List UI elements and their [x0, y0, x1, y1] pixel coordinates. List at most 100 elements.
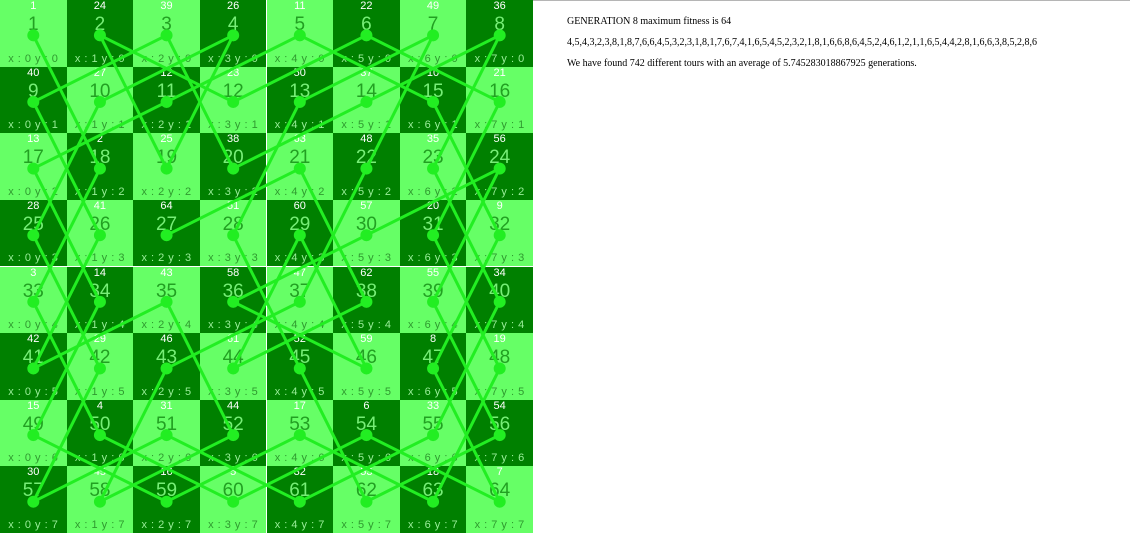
- square-coordinate: x : 1 y : 7: [74, 518, 125, 531]
- move-order-label: 55: [426, 266, 440, 279]
- square-coordinate: x : 1 y : 1: [74, 119, 125, 132]
- square-number: 48: [489, 347, 511, 369]
- square-coordinate: x : 5 y : 4: [341, 319, 392, 332]
- move-order-label: 13: [27, 133, 40, 146]
- square-number: 16: [489, 80, 511, 102]
- square-number: 31: [422, 213, 444, 235]
- square-coordinate: x : 0 y : 1: [8, 119, 59, 132]
- square-number: 55: [422, 413, 444, 435]
- square-number: 17: [22, 147, 44, 169]
- move-order-label: 60: [293, 199, 306, 212]
- square-number: 35: [155, 280, 178, 302]
- square-number: 44: [222, 347, 244, 369]
- square-coordinate: x : 2 y : 1: [141, 119, 192, 132]
- move-order-label: 52: [293, 333, 306, 346]
- square-number: 9: [28, 80, 39, 102]
- square-number: 32: [489, 213, 511, 235]
- move-order-label: 28: [27, 199, 40, 212]
- square-number: 51: [155, 413, 178, 435]
- square-coordinate: x : 4 y : 6: [274, 452, 325, 465]
- move-order-label: 62: [360, 266, 373, 279]
- square-number: 33: [22, 280, 44, 302]
- square-coordinate: x : 7 y : 0: [474, 52, 525, 65]
- square-number: 29: [289, 213, 311, 235]
- move-order-label: 8: [429, 333, 437, 346]
- square-coordinate: x : 6 y : 2: [407, 185, 459, 198]
- move-order-label: 38: [227, 133, 240, 146]
- move-order-label: 53: [360, 466, 373, 479]
- square-number: 39: [422, 280, 444, 302]
- square-coordinate: x : 3 y : 7: [208, 518, 259, 531]
- square-coordinate: x : 3 y : 6: [208, 452, 259, 465]
- move-order-label: 22: [360, 0, 373, 12]
- square-coordinate: x : 6 y : 5: [407, 385, 459, 398]
- move-order-label: 42: [27, 333, 40, 346]
- square-number: 28: [222, 213, 244, 235]
- square-number: 30: [355, 213, 377, 235]
- move-order-label: 61: [227, 333, 240, 346]
- move-order-label: 9: [496, 199, 503, 212]
- move-order-label: 14: [93, 266, 107, 279]
- square-coordinate: x : 5 y : 0: [341, 52, 392, 65]
- square-number: 37: [289, 280, 311, 302]
- move-order-label: 11: [294, 0, 306, 12]
- square-number: 5: [294, 14, 306, 35]
- square-number: 53: [289, 413, 311, 435]
- square-coordinate: x : 3 y : 1: [208, 119, 259, 132]
- move-order-label: 20: [426, 199, 440, 212]
- square-coordinate: x : 5 y : 7: [341, 518, 392, 531]
- square-coordinate: x : 7 y : 2: [474, 185, 525, 198]
- square-coordinate: x : 1 y : 0: [74, 52, 125, 65]
- square-number: 25: [22, 213, 44, 235]
- square-coordinate: x : 3 y : 3: [208, 252, 259, 265]
- square-coordinate: x : 3 y : 2: [208, 185, 259, 198]
- square-number: 40: [489, 280, 511, 302]
- square-coordinate: x : 6 y : 7: [407, 518, 459, 531]
- move-order-label: 3: [30, 266, 37, 279]
- move-order-label: 54: [493, 399, 506, 412]
- square-coordinate: x : 1 y : 5: [74, 385, 125, 398]
- move-order-label: 46: [160, 333, 173, 346]
- square-number: 11: [156, 80, 177, 102]
- generation-status: GENERATION 8 maximum fitness is 64: [567, 16, 732, 27]
- square-coordinate: x : 4 y : 7: [274, 518, 325, 531]
- square-number: 56: [489, 413, 511, 435]
- move-order-label: 24: [93, 0, 107, 12]
- move-order-label: 5: [230, 466, 237, 479]
- square-number: 18: [89, 147, 111, 169]
- move-order-label: 39: [160, 0, 173, 12]
- top-divider: [533, 0, 1130, 1]
- square-number: 22: [355, 147, 377, 169]
- square-number: 63: [422, 480, 444, 502]
- square-coordinate: x : 7 y : 3: [474, 252, 525, 265]
- move-order-label: 19: [493, 333, 506, 346]
- move-order-label: 45: [93, 466, 107, 479]
- square-coordinate: x : 2 y : 3: [141, 252, 192, 265]
- tour-summary: We have found 742 different tours with a…: [567, 58, 917, 69]
- square-coordinate: x : 6 y : 0: [407, 52, 459, 65]
- move-order-label: 18: [426, 466, 440, 479]
